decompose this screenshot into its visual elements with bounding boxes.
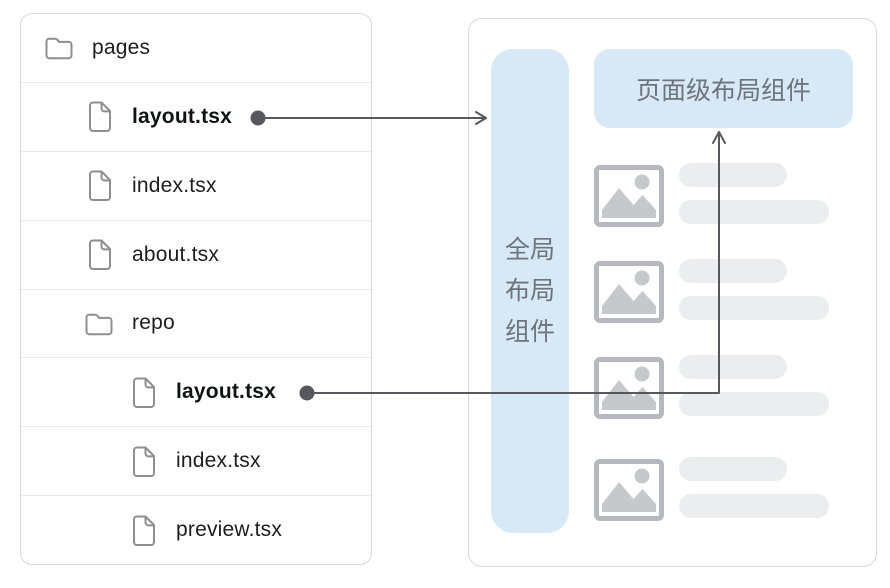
skeleton-bar [679, 457, 787, 481]
page-layout-box: 页面级布局组件 [594, 49, 853, 128]
image-placeholder-icon [594, 165, 664, 232]
skeleton-bar [679, 259, 787, 283]
file-name: index.tsx [132, 173, 217, 197]
file-icon [128, 515, 158, 546]
list-item [594, 259, 854, 323]
global-layout-label-line: 全局 [504, 235, 555, 264]
image-placeholder-icon [594, 459, 664, 526]
file-name: preview.tsx [176, 518, 283, 542]
skeleton-text-lines [679, 457, 829, 518]
tree-row-pages[interactable]: pages [21, 14, 371, 82]
list-item [594, 457, 854, 521]
skeleton-bar [679, 200, 829, 224]
skeleton-bar [679, 494, 829, 518]
tree-row-layout-tsx[interactable]: layout.tsx [21, 81, 371, 151]
file-name: pages [92, 35, 151, 59]
layout-preview-panel: 全局 布局 组件 页面级布局组件 [468, 18, 877, 567]
tree-row-repo-layout-tsx[interactable]: layout.tsx [21, 357, 371, 426]
skeleton-text-lines [679, 163, 829, 224]
file-icon [84, 239, 114, 271]
tree-row-repo[interactable]: repo [21, 288, 371, 358]
skeleton-bar [679, 163, 787, 187]
file-name: about.tsx [132, 242, 220, 266]
file-icon [128, 377, 158, 408]
global-layout-label-line: 布局 [504, 276, 555, 305]
skeleton-text-lines [679, 355, 829, 416]
global-layout-label-line: 组件 [504, 317, 555, 346]
skeleton-bar [679, 296, 829, 320]
file-icon [128, 446, 158, 477]
tree-row-about-tsx[interactable]: about.tsx [21, 219, 371, 289]
folder-icon [84, 310, 114, 337]
global-layout-bar: 全局 布局 组件 [491, 49, 569, 533]
file-name: repo [132, 311, 175, 335]
file-icon [84, 101, 114, 133]
skeleton-bar [679, 355, 787, 379]
folder-icon [44, 34, 74, 61]
file-icon [84, 170, 114, 202]
file-name: index.tsx [176, 449, 261, 473]
file-tree-panel: pages layout.tsx index.tsx [20, 13, 372, 565]
file-name: layout.tsx [176, 380, 277, 404]
list-item [594, 355, 854, 419]
tree-row-preview-tsx[interactable]: preview.tsx [21, 495, 371, 564]
file-name: layout.tsx [132, 104, 233, 128]
skeleton-bar [679, 392, 829, 416]
page-layout-label: 页面级布局组件 [635, 76, 811, 105]
image-placeholder-icon [594, 357, 664, 424]
skeleton-text-lines [679, 259, 829, 320]
tree-row-repo-index-tsx[interactable]: index.tsx [21, 426, 371, 495]
tree-row-index-tsx[interactable]: index.tsx [21, 150, 371, 220]
list-item [594, 163, 854, 227]
image-placeholder-icon [594, 261, 664, 328]
